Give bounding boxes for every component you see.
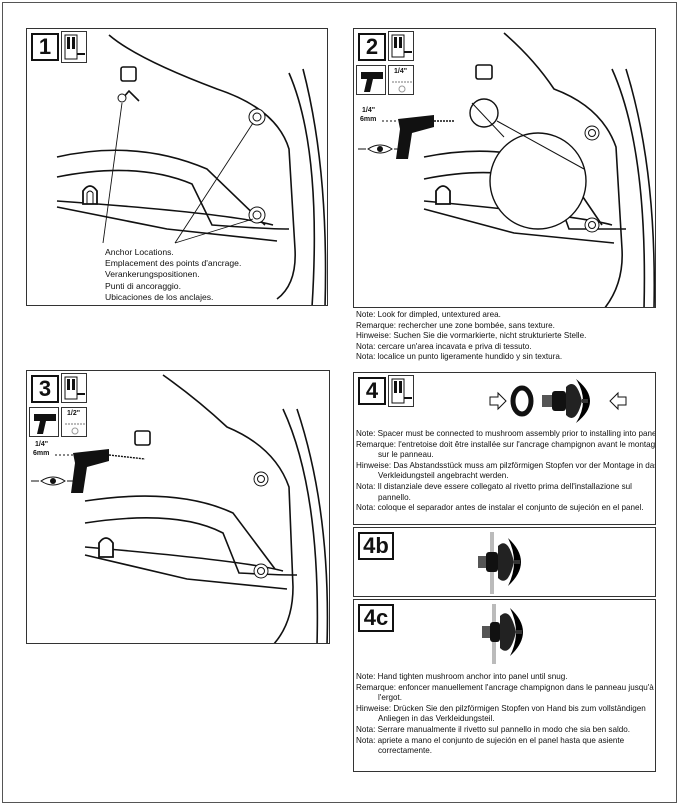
step-4b-number: 4b: [358, 532, 394, 560]
note-es: Nota: localice un punto ligeramente hund…: [356, 352, 563, 362]
note-en: Note: Look for dimpled, untextured area.: [356, 310, 501, 319]
pushpin-tool-icon: [388, 375, 414, 407]
note-it: Nota: Il distanziale deve essere collega…: [356, 481, 632, 491]
drill-bit-size: 1/4": [394, 68, 408, 75]
step-2-panel: 2 1/4" 1/4" 6mm: [353, 28, 656, 308]
drill-bit-size-box: 1/4": [388, 65, 414, 95]
note-en: Note: Spacer must be connected to mushro…: [356, 429, 656, 438]
label-de: Verankerungspositionen.: [105, 269, 200, 280]
note-fr-cont: l'ergot.: [378, 693, 403, 703]
step-1-number: 1: [31, 33, 59, 61]
step-4-number: 4: [358, 377, 386, 405]
note-it: Nota: Serrare manualmente il rivetto sul…: [356, 724, 630, 734]
arrow-right-icon: [489, 391, 507, 411]
drill-bit-size: 1/2": [67, 410, 81, 417]
note-en: Note: Hand tighten mushroom anchor into …: [356, 672, 568, 681]
anchor-insert-illustration: [478, 532, 521, 594]
step-1-panel: 1 Anchor Locations. Emplacement des poin…: [26, 28, 328, 306]
mushroom-anchor-icon: [482, 608, 523, 656]
note-es: Nota: apriete a mano el conjunto de suje…: [356, 735, 625, 745]
arrow-left-icon: [609, 391, 627, 411]
note-es: Nota: coloque el separador antes de inst…: [356, 503, 644, 513]
step-1-illustration: [56, 34, 327, 305]
step-4-panel: 4 Note: Spacer must be connected to mush…: [353, 372, 656, 525]
drill-icon: [55, 449, 146, 493]
step-2-illustration: [358, 32, 655, 307]
spacer-assembly-illustration: [489, 379, 627, 423]
drill-tool-icon: [356, 65, 386, 95]
step-3-illustration: [31, 374, 329, 643]
step-4c-number: 4c: [358, 604, 394, 632]
label-it: Punti di ancoraggio.: [105, 280, 181, 291]
pushpin-tool-icon: [61, 373, 87, 403]
bit-size-label: 1/4": [362, 107, 376, 114]
mushroom-anchor-icon: [478, 538, 521, 586]
note-fr: Remarque: enfoncer manuellement l'ancrag…: [356, 682, 654, 692]
mushroom-anchor-icon: [542, 379, 590, 423]
note-es-cont: correctamente.: [378, 746, 432, 756]
label-en: Anchor Locations.: [105, 247, 174, 257]
step-4c-notes: Note: Hand tighten mushroom anchor into …: [356, 672, 654, 757]
bit-size-metric: 6mm: [360, 116, 377, 123]
pushpin-tool-icon: [61, 31, 87, 63]
note-fr-cont: sur le panneau.: [378, 450, 434, 460]
step-3-panel: 3 1/2" 1/4" 6mm: [26, 370, 330, 644]
anchor-tighten-illustration: [482, 604, 523, 664]
note-de: Hinweise: Das Abstandsstück muss am pilz…: [356, 460, 656, 470]
note-fr: Remarque: rechercher une zone bombée, sa…: [356, 320, 555, 330]
drill-icon: [382, 115, 454, 159]
note-it: Nota: cercare un'area incavata e priva d…: [356, 341, 532, 351]
drill-tool-icon: [29, 407, 59, 437]
pushpin-tool-icon: [388, 31, 414, 61]
bit-size-metric: 6mm: [33, 450, 50, 457]
note-de: Hinweise: Suchen Sie die vormarkierte, n…: [356, 331, 587, 341]
note-it-cont: pannello.: [378, 492, 411, 502]
step-4b-panel: 4b: [353, 527, 656, 597]
bit-size-label: 1/4": [35, 441, 49, 448]
label-fr: Emplacement des points d'ancrage.: [105, 258, 242, 269]
step-4c-panel: 4c Note: Hand tighten mushroom anchor in…: [353, 599, 656, 772]
anchor-locations-labels: Anchor Locations. Emplacement des points…: [105, 247, 241, 303]
note-de-cont: Anliegen in das Verkleidungsteil.: [378, 714, 495, 724]
eye-icon: [31, 476, 73, 486]
note-de: Hinweise: Drücken Sie den pilzförmigen S…: [356, 703, 646, 713]
label-es: Ubicaciones de los anclajes.: [105, 291, 214, 302]
spacer-ring: [510, 385, 534, 417]
step-4-notes: Note: Spacer must be connected to mushro…: [356, 429, 656, 514]
drill-bit-size-box: 1/2": [61, 407, 87, 437]
note-fr: Remarque: l'entretoise doit être install…: [356, 439, 656, 449]
step-2-notes: Note: Look for dimpled, untextured area.…: [356, 310, 586, 363]
note-de-cont: Verkleidungsteil angebracht werden.: [378, 471, 509, 481]
step-2-number: 2: [358, 33, 386, 61]
eye-icon: [358, 144, 400, 154]
step-3-number: 3: [31, 375, 59, 403]
